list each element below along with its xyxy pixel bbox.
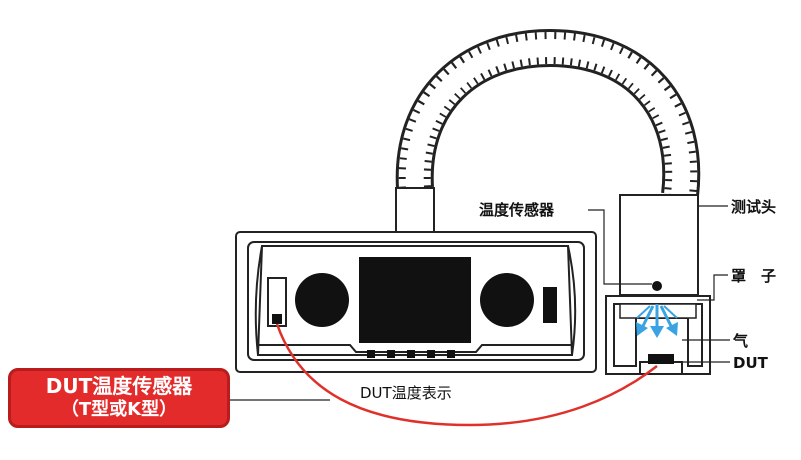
label-dut-temp-display: DUT温度表示 <box>360 384 452 402</box>
display-screen <box>359 257 471 343</box>
dut-chip <box>648 354 674 364</box>
hose-connector <box>395 187 435 235</box>
sensor-cable <box>275 323 658 427</box>
test-head <box>619 194 699 296</box>
label-temperature-sensor: 温度传感器 <box>479 201 555 219</box>
label-dut: DUT <box>733 354 769 372</box>
label-test-head: 测试头 <box>731 198 776 216</box>
controller-unit <box>235 231 597 373</box>
right-knob <box>480 273 534 327</box>
callout-line-2: （T型或K型） <box>60 399 178 420</box>
airflow-arrows <box>636 304 678 338</box>
flexible-hose <box>395 28 701 198</box>
front-buttons <box>367 350 455 358</box>
leader-lines <box>230 205 730 401</box>
dut-temp-sensor-callout: DUT温度传感器 （T型或K型） <box>8 368 230 428</box>
label-gas: 气 <box>732 332 748 350</box>
right-slot <box>543 287 557 323</box>
left-knob <box>295 273 349 327</box>
label-hood: 罩 子 <box>731 267 776 285</box>
callout-line-1: DUT温度传感器 <box>45 374 193 398</box>
temperature-sensor-dot <box>652 281 662 291</box>
